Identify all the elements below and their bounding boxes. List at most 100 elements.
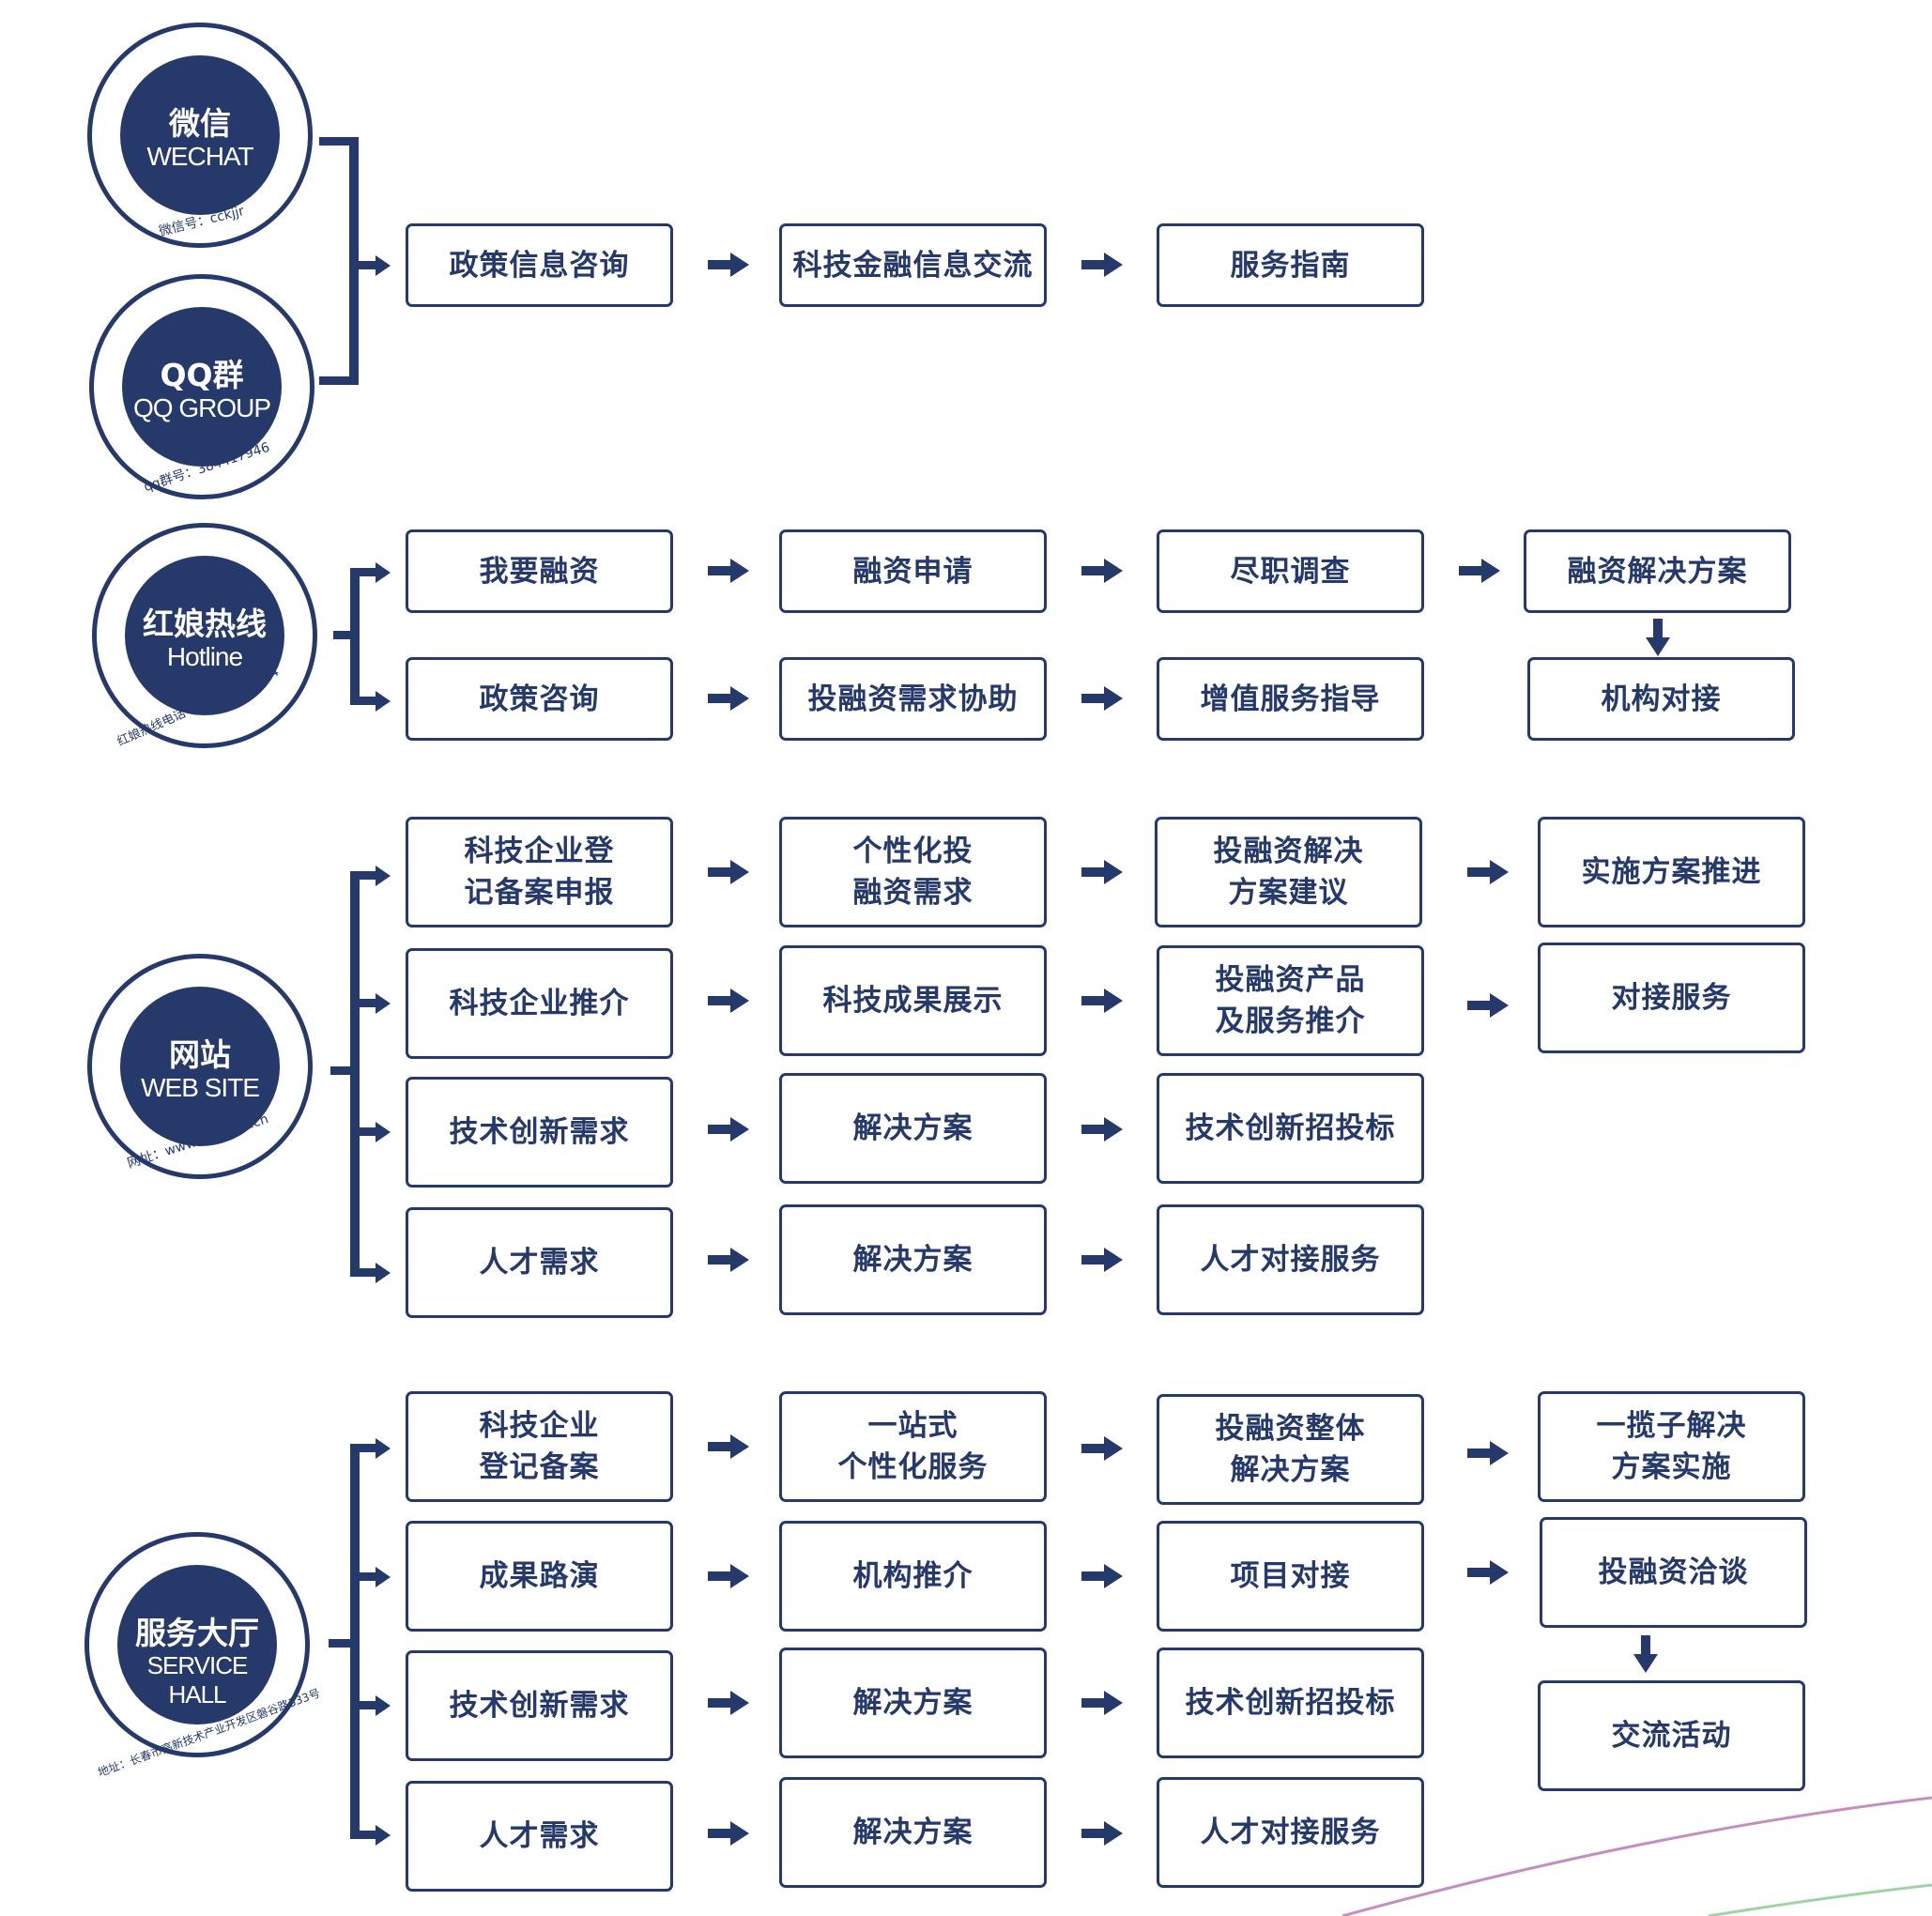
channel-wechat-en: WECHAT <box>146 142 253 171</box>
group2-tip-1 <box>376 691 391 712</box>
g3-r2-arrow-0 <box>708 1117 749 1142</box>
g4-arrow-down <box>1633 1635 1658 1673</box>
g3-r1-arrow-1 <box>1081 989 1123 1013</box>
g3-r2-arrow-1 <box>1081 1117 1123 1142</box>
group3-branch-3 <box>350 1268 376 1277</box>
group4-branch-0 <box>350 1444 376 1452</box>
g3-r1-c2: 投融资产品 及服务推介 <box>1157 945 1424 1056</box>
g3-r0-c1: 个性化投 融资需求 <box>779 817 1047 927</box>
group4-tip-3 <box>376 1825 391 1846</box>
channel-qq-disc: QQ群 QQ GROUP <box>122 307 282 467</box>
g3-r1-c3: 对接服务 <box>1538 943 1805 1053</box>
channel-wechat-cn: 微信 <box>169 105 231 142</box>
g3-r0-c2: 投融资解决 方案建议 <box>1155 817 1422 927</box>
decorative-curve-green <box>1708 1883 1932 1916</box>
group2-tip-0 <box>376 562 391 583</box>
channel-service-hall: 服务大厅 SERVICE HALL 地址：长春市高新技术产业开发区磐谷路333号 <box>84 1532 322 1779</box>
g2-r0-c3: 融资解决方案 <box>1524 529 1791 613</box>
g4-r0-arrow-1 <box>1081 1436 1123 1461</box>
g4-r3-arrow-0 <box>708 1821 749 1846</box>
channel-service-hall-cn: 服务大厅 <box>135 1615 259 1651</box>
channel-website-cn: 网站 <box>169 1036 231 1073</box>
group2-branch-0 <box>350 568 376 576</box>
group4-branch-1 <box>350 1572 376 1581</box>
g2-r0-c0: 我要融资 <box>406 529 673 613</box>
g2-r0-c2: 尽职调查 <box>1157 529 1424 613</box>
g3-r1-arrow-2 <box>1467 993 1509 1018</box>
g4-r2-c2: 技术创新招投标 <box>1157 1648 1424 1758</box>
g2-r1-c3: 机构对接 <box>1527 657 1795 741</box>
group1-bracket-stub <box>357 261 376 269</box>
g3-r0-c0: 科技企业登 记备案申报 <box>406 817 673 927</box>
channel-hotline: 红娘热线 Hotline 红娘热线电话号：4008343444 <box>92 523 317 749</box>
g2-r0-c1: 融资申请 <box>779 529 1047 613</box>
g4-r3-arrow-1 <box>1081 1821 1123 1846</box>
g3-r0-arrow-1 <box>1081 860 1123 884</box>
channel-website-disc: 网站 WEB SITE <box>120 987 280 1146</box>
group3-branch-0 <box>350 871 376 880</box>
g3-r3-c1: 解决方案 <box>779 1204 1047 1315</box>
decorative-curve-pink <box>1342 1796 1932 1916</box>
group4-tip-0 <box>376 1438 391 1459</box>
g4-r0-c1: 一站式 个性化服务 <box>779 1391 1047 1502</box>
group3-bracket-spine <box>350 871 360 1277</box>
g3-r3-c0: 人才需求 <box>406 1207 673 1318</box>
g3-r2-c1: 解决方案 <box>779 1073 1047 1184</box>
g4-r1-arrow-1 <box>1081 1564 1123 1588</box>
channel-website: 网站 WEB SITE 网址：www.cckj.gov.cn <box>87 954 313 1179</box>
group3-branch-1 <box>350 999 376 1007</box>
group2-bracket-spine <box>350 568 360 705</box>
g3-r2-c2: 技术创新招投标 <box>1157 1073 1424 1184</box>
channel-wechat-disc: 微信 WECHAT <box>120 55 280 215</box>
g1-step-fintech-info: 科技金融信息交流 <box>779 223 1047 307</box>
group4-tip-1 <box>376 1567 391 1587</box>
channel-hotline-cn: 红娘热线 <box>143 605 267 642</box>
group4-tip-2 <box>376 1695 391 1716</box>
g4-r1-arrow-0 <box>708 1564 749 1588</box>
group2-bracket-stub <box>333 631 354 639</box>
g4-r3-c1: 解决方案 <box>779 1777 1047 1888</box>
g4-r2-c1: 解决方案 <box>779 1648 1047 1758</box>
g4-r2-c3: 交流活动 <box>1538 1680 1805 1791</box>
group1-bracket-bottom <box>319 376 357 385</box>
group4-branch-3 <box>350 1831 376 1839</box>
g3-r1-c0: 科技企业推介 <box>406 948 673 1059</box>
g4-r2-arrow-0 <box>708 1691 749 1715</box>
g4-r1-c3: 投融资洽谈 <box>1540 1517 1807 1628</box>
channel-qq: QQ群 QQ GROUP qq群号：384417946 <box>89 274 314 499</box>
g4-r2-arrow-1 <box>1081 1691 1123 1715</box>
g4-r0-arrow-2 <box>1467 1441 1509 1465</box>
channel-wechat: 微信 WECHAT 微信号：cckjjr <box>87 23 313 248</box>
g3-r3-arrow-0 <box>708 1248 749 1272</box>
g2-arrow-down <box>1646 619 1670 656</box>
g4-r1-arrow-2 <box>1467 1560 1509 1585</box>
g1-arrow-0 <box>708 253 749 277</box>
group3-tip-0 <box>376 866 391 886</box>
g3-r0-arrow-0 <box>708 860 749 884</box>
channel-service-hall-disc: 服务大厅 SERVICE HALL <box>117 1565 277 1724</box>
group2-branch-1 <box>350 697 376 705</box>
g4-r3-c2: 人才对接服务 <box>1157 1777 1424 1888</box>
channel-hotline-disc: 红娘热线 Hotline <box>125 556 284 715</box>
channel-website-en: WEB SITE <box>141 1073 260 1102</box>
channel-service-hall-en: SERVICE HALL <box>146 1651 249 1709</box>
g3-r3-c2: 人才对接服务 <box>1157 1204 1424 1315</box>
g4-r1-c1: 机构推介 <box>779 1521 1047 1632</box>
group1-bracket-spine <box>349 137 359 385</box>
group1-bracket-top <box>319 137 357 146</box>
group3-tip-3 <box>376 1263 391 1283</box>
g2-r0-arrow-1 <box>1081 559 1123 583</box>
g4-r0-c0: 科技企业 登记备案 <box>406 1391 673 1502</box>
group4-branch-2 <box>350 1701 376 1709</box>
channel-hotline-en: Hotline <box>166 642 243 671</box>
group3-tip-1 <box>376 993 391 1014</box>
group4-bracket-spine <box>350 1444 360 1839</box>
g1-step-service-guide: 服务指南 <box>1157 223 1424 307</box>
g1-step-policy-info: 政策信息咨询 <box>406 223 673 307</box>
g2-r1-arrow-1 <box>1081 686 1123 711</box>
g2-r0-arrow-0 <box>708 559 749 583</box>
g2-r1-c2: 增值服务指导 <box>1157 657 1424 741</box>
g3-r3-arrow-1 <box>1081 1248 1123 1272</box>
g3-r0-arrow-2 <box>1467 860 1509 884</box>
